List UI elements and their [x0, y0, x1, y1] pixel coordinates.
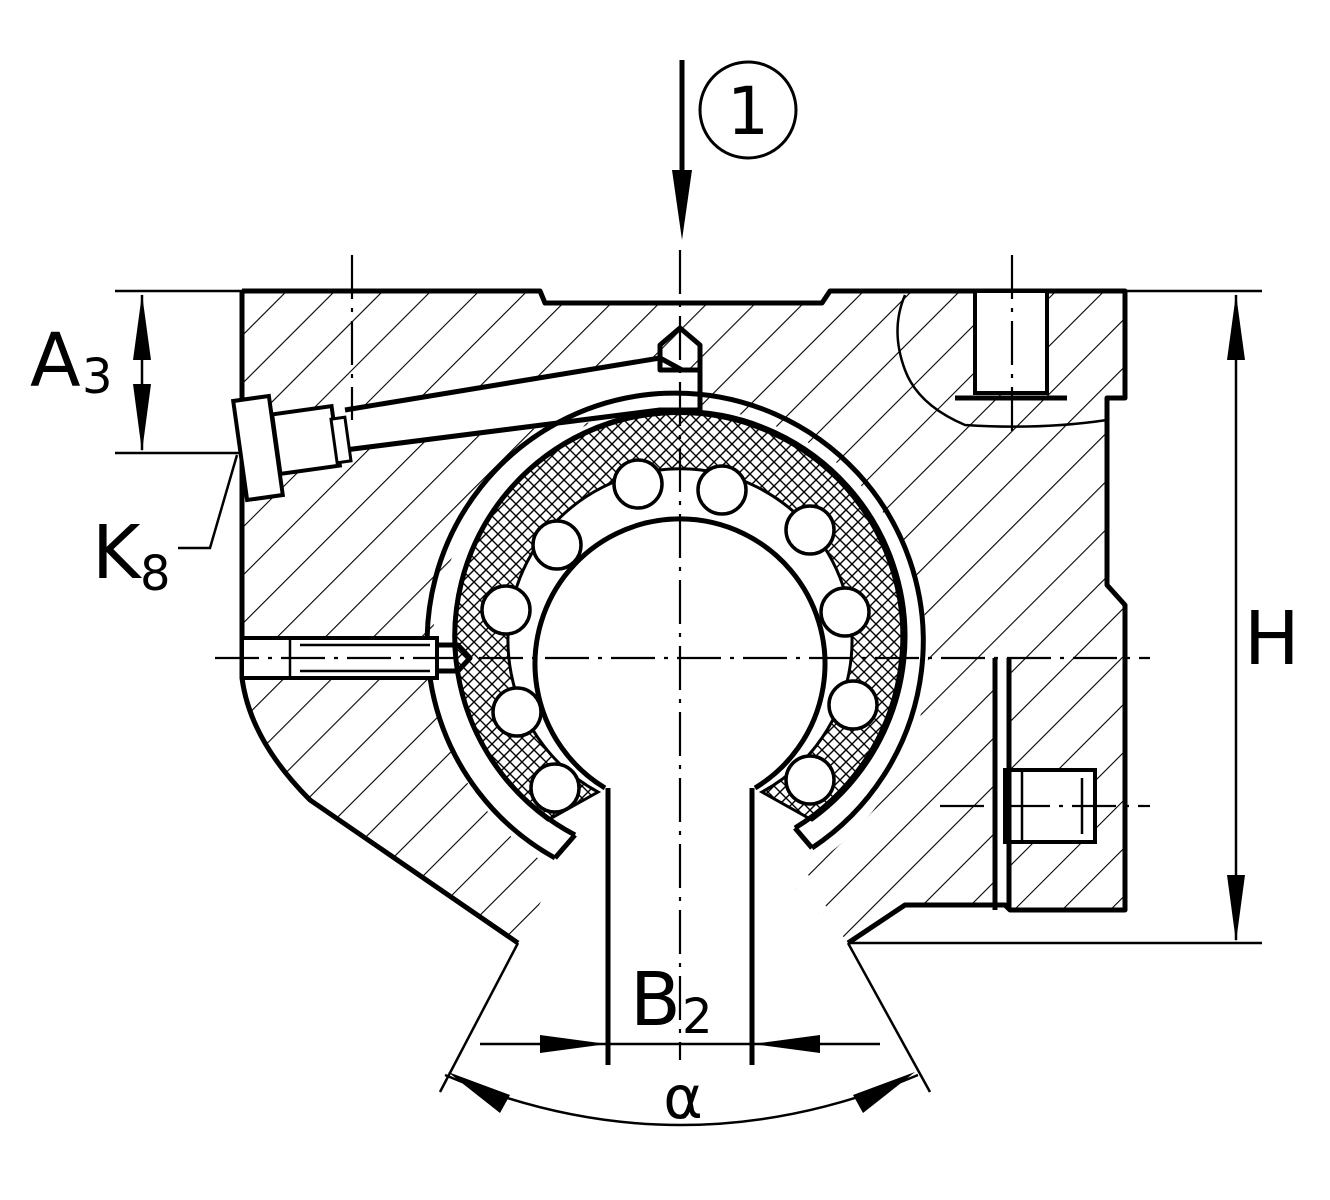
k8-subscript: 8 [140, 546, 171, 602]
a3-subscript: 3 [82, 349, 113, 405]
a3-label: A [30, 318, 81, 404]
b2-label: B [630, 957, 681, 1043]
callout-1: 1 [698, 60, 798, 160]
dimension-k8: K 8 [92, 454, 239, 602]
dimension-a3: A 3 [30, 289, 242, 455]
load-arrow [672, 60, 692, 240]
callout-1-text: 1 [727, 73, 769, 150]
lubrication-bore [344, 325, 703, 453]
bearing-balls [480, 458, 879, 814]
grease-nipple [230, 393, 353, 503]
dimension-h: H [848, 289, 1300, 945]
h-label: H [1244, 596, 1300, 682]
center-lines [215, 250, 1150, 1060]
set-screw-left [240, 636, 473, 680]
dimension-b2: B 2 [480, 957, 880, 1053]
b2-subscript: 2 [682, 989, 713, 1045]
alpha-label: α [663, 1063, 703, 1133]
k8-label: K [92, 510, 143, 596]
angle-alpha: α [438, 942, 932, 1133]
